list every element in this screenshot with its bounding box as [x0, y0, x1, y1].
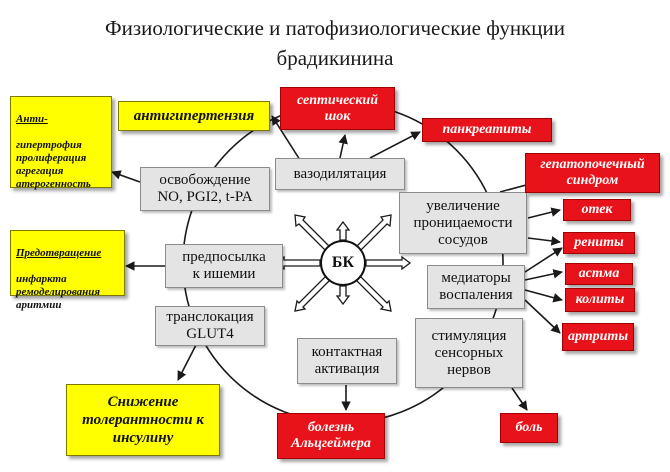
box-permeability: увеличение проницаемости сосудов	[399, 192, 527, 254]
diagram-title-line-2: брадикинина	[276, 46, 394, 70]
radial-arrow-down	[335, 285, 351, 306]
radial-arrow-right	[365, 255, 412, 271]
arrow-sensory-pain	[511, 387, 528, 411]
box-glut4: транслокация GLUT4	[155, 306, 265, 346]
arrow-vasodilation-antihypertension	[271, 115, 301, 161]
diagram-title-line-1: Физиологические и патофизиологические фу…	[105, 16, 565, 40]
box-edema: отек	[563, 199, 631, 221]
radial-arrow-down-left	[294, 275, 331, 312]
radial-arrow-up-left	[294, 214, 331, 252]
box-rhinitis: рениты	[563, 232, 635, 254]
prevention-heading: Предотвращение	[16, 247, 102, 259]
box-sensory-stimulation: стимуляция сенсорных нервов	[415, 318, 523, 388]
arrow-permeability-rhinitis	[527, 236, 561, 246]
center-node-bk: БК	[320, 240, 366, 286]
box-contact-activation: контактная активация	[297, 338, 397, 384]
arrow-vasodilation-pancreatitis	[369, 131, 421, 159]
box-pain: боль	[500, 413, 558, 443]
anti-heading: Анти-	[16, 113, 48, 125]
box-release-no: освобождение NO, PGI2, t-PA	[140, 167, 270, 211]
box-colitis: колиты	[565, 288, 635, 312]
box-arthritis: артриты	[562, 323, 634, 351]
arrow-mediators-colitis	[524, 289, 563, 303]
box-anti-hypertrophy: Анти- гипертрофия пролиферация агрегация…	[10, 96, 112, 190]
arrow-mediators-arthritis	[524, 299, 561, 334]
box-alzheimer: болезнь Альцгеймера	[277, 413, 385, 459]
radial-arrow-up	[335, 220, 351, 241]
box-pancreatitis: панкреатиты	[422, 118, 552, 142]
arrow-mediators-rhinitis	[524, 247, 563, 273]
box-insulin-tolerance: Снижение толерантности к инсулину	[66, 384, 220, 456]
box-asthma: астма	[565, 263, 633, 285]
box-hepatorenal-syndrome: гепатопочечный синдром	[525, 153, 660, 193]
box-septic-shock: септический шок	[280, 87, 395, 130]
box-prevention: Предотвращение инфаркта ремоделирования …	[10, 230, 125, 311]
anti-body: гипертрофия пролиферация агрегация атеро…	[16, 139, 91, 190]
arrow-permeability-edema	[527, 207, 561, 219]
box-antihypertension: антигипертензия	[118, 101, 270, 131]
radial-arrow-down-right	[355, 275, 392, 312]
box-vasodilation: вазодилятация	[275, 158, 405, 190]
radial-arrow-up-right	[355, 214, 392, 252]
arrow-vasodilation-septic-shock	[338, 134, 348, 159]
radial-arrows	[274, 214, 412, 312]
arrow-glut4-insulin	[177, 344, 197, 381]
box-preconditioning: предпосылка к ишемии	[165, 244, 283, 288]
arrow-mediators-asthma	[524, 269, 563, 281]
arrow-release-anti	[111, 170, 141, 183]
prevention-body: инфаркта ремоделирования аритмии	[16, 273, 101, 311]
box-inflammation-mediators: медиаторы воспаления	[427, 265, 525, 309]
